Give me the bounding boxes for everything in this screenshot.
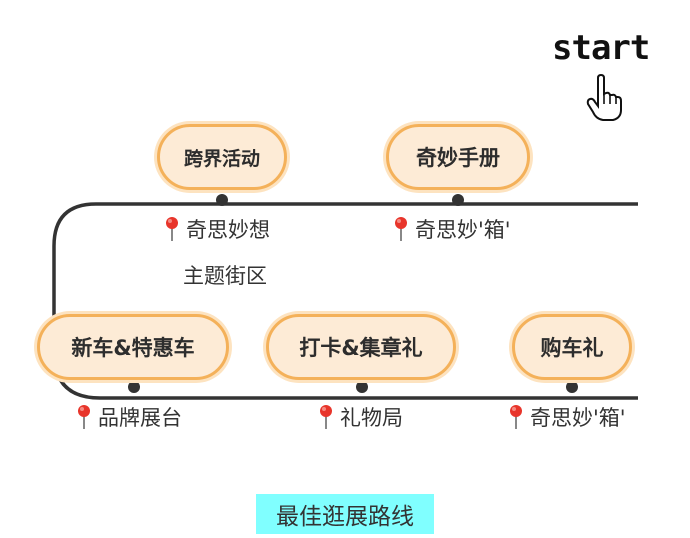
- location-1: 奇思妙想: [164, 215, 270, 243]
- map-pin-icon: [510, 405, 522, 429]
- pointing-hand-icon: [586, 74, 622, 121]
- stop-label: 新车&特惠车: [71, 336, 195, 360]
- route-dot: [356, 381, 368, 393]
- stop-wonder-handbook[interactable]: 奇妙手册: [386, 124, 530, 190]
- location-label: 礼物局: [340, 406, 403, 430]
- stop-label: 奇妙手册: [416, 146, 500, 170]
- location-label: 品牌展台: [98, 406, 182, 430]
- location-3: 品牌展台: [76, 403, 182, 431]
- location-label: 奇思妙'箱': [530, 406, 626, 430]
- map-pin-icon: [395, 217, 407, 241]
- map-pin-icon: [78, 405, 90, 429]
- stop-label: 购车礼: [540, 336, 604, 360]
- location-5: 奇思妙'箱': [508, 403, 626, 431]
- location-label: 奇思妙'箱': [415, 218, 511, 242]
- stop-label: 跨界活动: [183, 147, 260, 170]
- map-pin-icon: [166, 217, 178, 241]
- route-dot: [566, 381, 578, 393]
- stop-label: 打卡&集章礼: [299, 336, 423, 360]
- stop-checkin-stamp-gift[interactable]: 打卡&集章礼: [266, 314, 456, 380]
- location-2: 奇思妙'箱': [393, 215, 511, 243]
- start-label: start: [552, 28, 650, 68]
- map-pin-icon: [320, 405, 332, 429]
- location-label: 奇思妙想: [186, 218, 270, 242]
- location-4: 礼物局: [318, 403, 403, 431]
- stop-crossover-activities[interactable]: 跨界活动: [157, 124, 287, 190]
- route-dot: [216, 194, 228, 206]
- route-dot: [128, 381, 140, 393]
- route-dot: [452, 194, 464, 206]
- route-caption: 最佳逛展路线: [256, 494, 434, 534]
- location-1-line-2: 主题街区: [183, 264, 267, 288]
- caption-text: 最佳逛展路线: [276, 504, 414, 530]
- stop-new-car-deals[interactable]: 新车&特惠车: [37, 314, 229, 380]
- stop-purchase-gift[interactable]: 购车礼: [512, 314, 632, 380]
